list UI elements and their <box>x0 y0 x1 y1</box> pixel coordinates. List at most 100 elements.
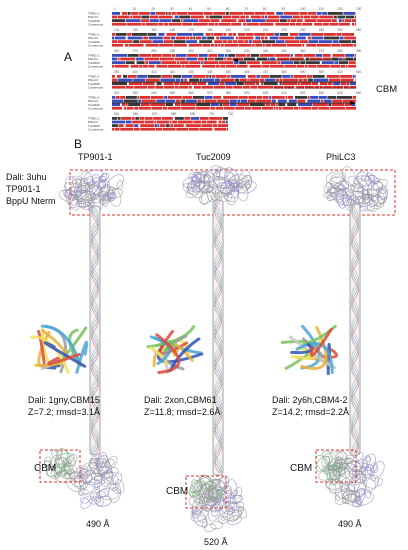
dali-top-line3: BppU Nterm <box>6 196 56 206</box>
ruler-tick: 500 <box>319 70 325 74</box>
residue-segment <box>112 54 127 57</box>
residue-segment <box>215 22 218 26</box>
residue-segment <box>321 99 323 103</box>
coil-loop <box>192 482 203 493</box>
ruler-tick: 390 <box>356 49 362 53</box>
ruler-tick: 530 <box>133 91 139 95</box>
ruler-tick: 651 <box>114 112 120 116</box>
coil-loop <box>46 469 60 480</box>
residue-segment <box>202 64 216 68</box>
residue-segment <box>296 85 305 89</box>
coil-loop <box>325 467 337 482</box>
ruler-tick: 380 <box>337 49 343 53</box>
residue-segment <box>229 99 237 103</box>
residue-segment <box>311 106 318 110</box>
residue-segment <box>112 33 115 36</box>
coil-loop <box>91 193 97 201</box>
coil-loop <box>345 454 361 473</box>
residue-segment <box>267 57 270 61</box>
residue-segment <box>139 54 152 57</box>
coil-loop <box>219 475 230 490</box>
tail-shaft-0 <box>89 205 101 456</box>
residue-segment <box>201 36 207 40</box>
coil-loop <box>335 489 350 500</box>
coil-loop <box>81 192 94 207</box>
coil-loop <box>97 180 110 188</box>
residue-segment <box>152 40 164 43</box>
residue-segment <box>215 64 220 68</box>
residue-segment <box>205 33 211 36</box>
coil-loop <box>74 190 93 202</box>
residue-segment <box>340 75 353 78</box>
residue-segment <box>235 54 246 57</box>
residue-segment <box>256 99 272 103</box>
residue-segment <box>214 85 225 89</box>
residue-segment <box>184 78 188 82</box>
residue-segment <box>171 36 175 40</box>
seq-name: PhiLC3 <box>88 120 98 124</box>
dali-top-line1: Dali: 3uhu <box>6 172 47 182</box>
residue-segment <box>223 96 239 99</box>
residue-segment <box>160 57 174 61</box>
residue-segment <box>233 40 237 43</box>
residue-segment <box>307 96 310 99</box>
residue-segment <box>261 82 263 85</box>
coil-loop <box>355 498 362 505</box>
residue-segment <box>245 33 254 36</box>
coil-loop <box>58 189 78 202</box>
residue-segment <box>219 82 225 85</box>
coil-loop <box>372 464 379 474</box>
residue-segment <box>246 61 260 64</box>
residue-segment <box>149 19 159 22</box>
helix-strand <box>91 205 99 456</box>
residue-segment <box>145 78 160 82</box>
residue-segment <box>158 22 164 26</box>
residue-segment <box>294 106 298 110</box>
coil-loop <box>214 193 221 201</box>
residue-segment <box>254 33 266 36</box>
residue-segment <box>243 22 247 26</box>
coil-loop <box>334 462 346 477</box>
residue-segment <box>310 96 319 99</box>
residue-segment <box>162 127 176 131</box>
residue-segment <box>143 36 149 40</box>
coil-loop <box>198 476 215 494</box>
residue-segment <box>173 124 184 127</box>
seq-name: PhiLC3 <box>88 78 98 82</box>
residue-segment <box>318 96 327 99</box>
residue-segment <box>299 40 308 43</box>
residue-segment <box>140 117 144 120</box>
residue-segment <box>227 40 233 43</box>
residue-segment <box>338 19 342 22</box>
residue-segment <box>127 36 143 40</box>
residue-segment <box>196 103 211 106</box>
coil-loop <box>196 514 207 523</box>
residue-segment <box>131 33 147 36</box>
inset2-caption-line1: Dali: 2xon,CBM61 <box>144 395 217 405</box>
ruler-tick: 261 <box>114 49 120 53</box>
ruler-tick: 300 <box>188 49 194 53</box>
residue-segment <box>171 12 176 15</box>
ruler-tick: 70 <box>244 7 248 11</box>
coil-loop <box>64 454 78 467</box>
ruler-tick: 260 <box>356 28 362 32</box>
residue-segment <box>170 124 174 127</box>
residue-segment <box>117 117 121 120</box>
residue-segment <box>303 54 316 57</box>
coil-loop <box>199 474 214 487</box>
residue-segment <box>142 64 148 68</box>
residue-segment <box>140 124 155 127</box>
residue-segment <box>204 96 213 99</box>
residue-segment <box>277 57 290 61</box>
residue-segment <box>154 124 157 127</box>
ruler-tick: 120 <box>337 7 343 11</box>
residue-segment <box>112 57 117 61</box>
residue-segment <box>248 40 252 43</box>
coil-loop <box>369 462 378 473</box>
residue-segment <box>117 78 133 82</box>
ruler-tick: 80 <box>263 7 267 11</box>
ruler-tick: 50 <box>207 7 211 11</box>
residue-segment <box>112 124 118 127</box>
residue-segment <box>323 99 332 103</box>
coil-loop <box>338 184 346 196</box>
